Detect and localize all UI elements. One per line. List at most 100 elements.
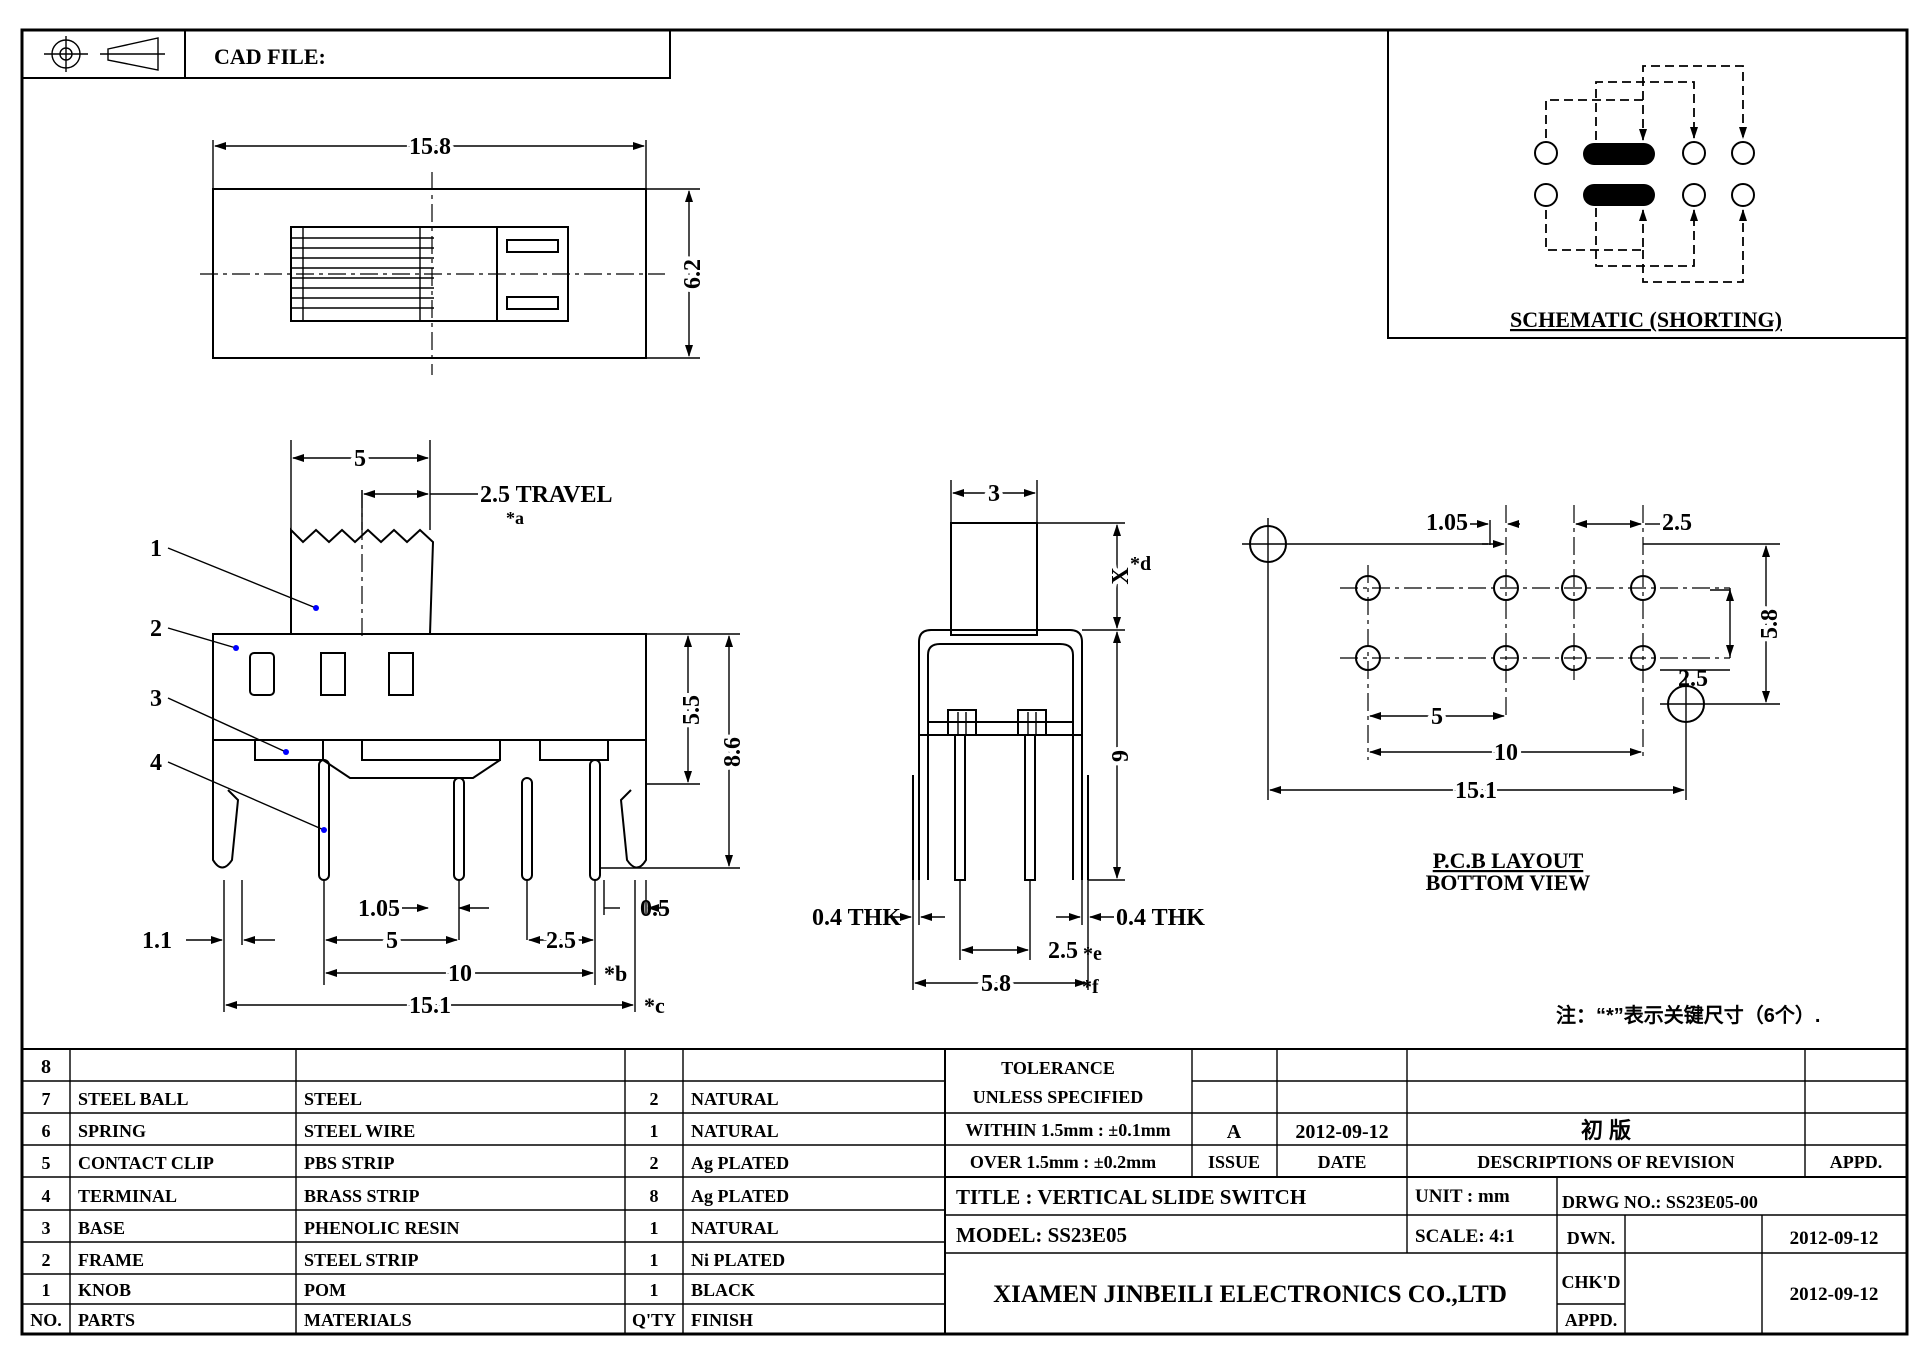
pcb-dim-2-5-right: 2.5 <box>1678 666 1708 692</box>
bom-no: 3 <box>42 1218 51 1238</box>
knob-ridges <box>291 227 434 321</box>
key-dimension-note: 注：“*”表示关键尺寸（6个）. <box>1556 1003 1820 1027</box>
mark-d: *d <box>1130 553 1151 575</box>
dim-lead-1-1: 1.1 <box>142 928 172 954</box>
part-callouts: 1 2 3 4 <box>150 536 327 833</box>
dim-end-height: 9 <box>1108 750 1134 762</box>
callout-3: 3 <box>150 686 162 712</box>
bom-no: 2 <box>42 1250 51 1270</box>
dim-lead-0-5: 0.5 <box>640 896 670 922</box>
drawing-border <box>20 28 1909 1336</box>
mark-e: *e <box>1083 943 1102 965</box>
bom-finish: NATURAL <box>691 1121 779 1141</box>
bom-no: 1 <box>42 1280 51 1300</box>
dim-travel: 2.5 TRAVEL <box>480 482 613 508</box>
scale-label: SCALE: 4:1 <box>1415 1226 1515 1247</box>
projection-symbol-icon <box>44 36 165 72</box>
cad-file-label: CAD FILE: <box>214 44 326 69</box>
dim-overall: 15.1 <box>409 993 451 1019</box>
bom-part: STEEL BALL <box>78 1089 189 1109</box>
bom-qty: 1 <box>650 1218 659 1238</box>
dim-length: 15.8 <box>409 134 451 160</box>
company-name: XIAMEN JINBEILI ELECTRONICS CO.,LTD <box>993 1281 1507 1308</box>
descriptions-label: DESCRIPTIONS OF REVISION <box>1477 1152 1734 1172</box>
bom-qty: 2 <box>650 1153 659 1173</box>
schematic-title: SCHEMATIC (SHORTING) <box>1510 307 1782 332</box>
dim-body-height: 5.5 <box>679 695 705 725</box>
dim-total-height: 8.6 <box>720 737 746 767</box>
bom-no: 8 <box>41 1056 51 1078</box>
bom-qty: 1 <box>650 1121 659 1141</box>
bom-no: 7 <box>42 1089 51 1109</box>
end-view: 3 X *d 9 0.4 THK 0.4 THK 2.5 *e 5.8 *f <box>812 477 1205 1001</box>
bom-part: BASE <box>78 1218 125 1238</box>
dim-pin-span-10: 10 <box>448 961 472 987</box>
bom-qty: 8 <box>650 1186 659 1206</box>
pcb-layout: 1.05 2.5 5.8 2.5 5 10 15.1 P.C.B LAYOUT … <box>1242 505 1787 895</box>
bom-qty: 2 <box>650 1089 659 1109</box>
dwn-date: 2012-09-12 <box>1790 1228 1879 1249</box>
unit-label: UNIT : mm <box>1415 1186 1510 1207</box>
cad-file-header: CAD FILE: <box>21 29 671 79</box>
appd2-label: APPD. <box>1565 1310 1618 1330</box>
unless-specified-label: UNLESS SPECIFIED <box>973 1087 1144 1107</box>
bom-header-materials: MATERIALS <box>304 1310 412 1330</box>
bom-qty: 1 <box>650 1280 659 1300</box>
drawing-number: DRWG NO.: SS23E05-00 <box>1562 1192 1758 1212</box>
model-label: MODEL: SS23E05 <box>956 1223 1127 1247</box>
mark-f: *f <box>1082 976 1099 998</box>
pcb-dim-5-8: 5.8 <box>1757 609 1783 639</box>
bom-material: STEEL WIRE <box>304 1121 415 1141</box>
dim-width: 6.2 <box>680 259 706 289</box>
bom-finish: BLACK <box>691 1280 755 1300</box>
dim-pin-pitch-2-5: 2.5 <box>546 928 576 954</box>
tolerance-within: WITHIN 1.5mm : ±0.1mm <box>965 1120 1170 1140</box>
dim-thk-right: 0.4 THK <box>1116 905 1205 931</box>
issue-value: A <box>1227 1121 1242 1143</box>
pcb-holes <box>1355 575 1656 671</box>
chkd-label: CHK'D <box>1561 1272 1620 1292</box>
side-view: 1 2 3 4 5 2.5 TRAVEL *a 5.5 8.6 1.05 <box>142 440 750 1023</box>
callout-2: 2 <box>150 616 162 642</box>
bom-header-parts: PARTS <box>78 1310 135 1330</box>
appd-label: APPD. <box>1830 1152 1883 1172</box>
bom-material: POM <box>304 1280 346 1300</box>
revision-description: 初 版 <box>1581 1118 1631 1143</box>
dim-pin-offset: 1.05 <box>358 896 400 922</box>
bom-row: 1 KNOB POM 1 BLACK <box>42 1280 756 1300</box>
tolerance-over: OVER 1.5mm : ±0.2mm <box>970 1152 1156 1172</box>
dim-end-knob: 3 <box>988 481 1000 507</box>
bom-part: SPRING <box>78 1121 146 1141</box>
callout-1: 1 <box>150 536 162 562</box>
chkd-date: 2012-09-12 <box>1790 1284 1879 1305</box>
bom-part: KNOB <box>78 1280 131 1300</box>
dim-knob-width: 5 <box>354 446 366 472</box>
bom-finish: NATURAL <box>691 1089 779 1109</box>
bom-row: 8 <box>41 1056 51 1078</box>
bom-material: BRASS STRIP <box>304 1186 420 1206</box>
callout-4: 4 <box>150 750 162 776</box>
mark-c: *c <box>644 993 665 1018</box>
dim-end-pitch: 2.5 <box>1048 938 1078 964</box>
bom-finish: NATURAL <box>691 1218 779 1238</box>
bom-header-row: NO. PARTS MATERIALS Q'TY FINISH <box>30 1310 753 1330</box>
bom-header-finish: FINISH <box>691 1310 753 1330</box>
title-block: TOLERANCE UNLESS SPECIFIED WITHIN 1.5mm … <box>956 1058 1882 1330</box>
bom-qty: 1 <box>650 1250 659 1270</box>
schematic-section: SCHEMATIC (SHORTING) <box>1387 29 1908 339</box>
dwn-label: DWN. <box>1567 1228 1616 1248</box>
bom-material: PHENOLIC RESIN <box>304 1218 460 1238</box>
bom-material: PBS STRIP <box>304 1153 395 1173</box>
bom-finish: Ag PLATED <box>691 1153 789 1173</box>
bom-header-qty: Q'TY <box>632 1310 676 1330</box>
bom-part: CONTACT CLIP <box>78 1153 214 1173</box>
schematic-circuit <box>1534 65 1755 283</box>
date-value: 2012-09-12 <box>1295 1121 1388 1143</box>
bom-part: TERMINAL <box>78 1186 177 1206</box>
